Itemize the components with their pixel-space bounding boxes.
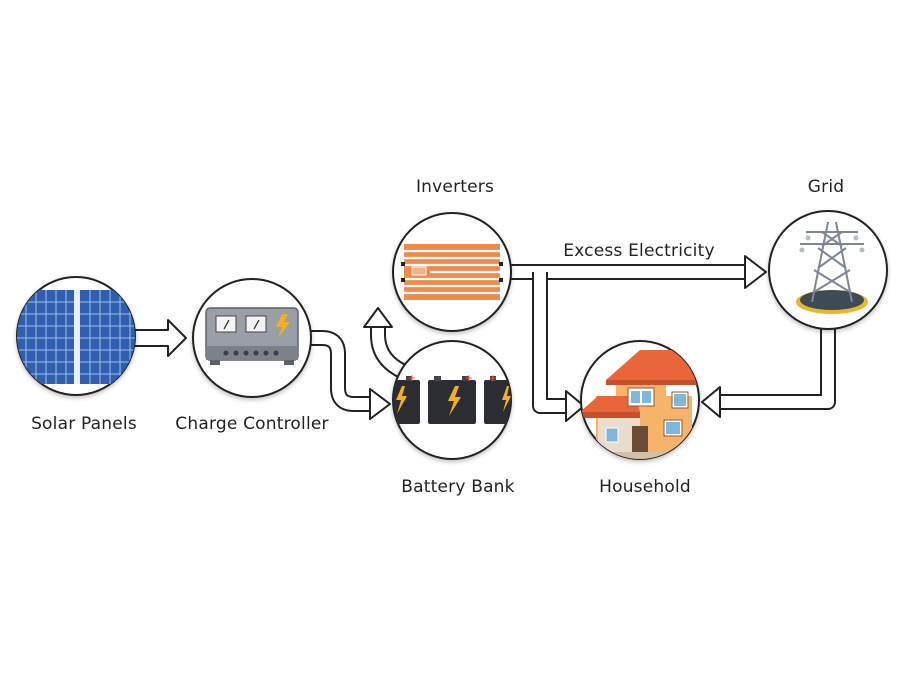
battery-2: + [428,374,476,424]
node-household [580,340,700,460]
label-inverters: Inverters [415,177,495,197]
solar-panel-icon [17,290,135,384]
arrow-solar-to-controller [133,319,187,357]
node-grid [768,210,888,330]
svg-text:+: + [465,374,473,384]
arrow-inverter-to-household [532,270,585,422]
label-solar-panels: Solar Panels [31,414,137,434]
inverter-icon [401,244,503,300]
battery-1 [393,376,420,424]
svg-text:+: + [408,374,416,384]
house-icon [581,350,699,459]
charge-controller-icon [205,307,299,365]
node-battery-bank: + + + [392,340,512,460]
arrow-controller-to-battery [302,330,391,420]
battery-3: + [484,374,511,424]
node-solar-panels [16,276,136,396]
transmission-tower-icon [796,221,868,314]
svg-text:+: + [489,374,497,384]
arrow-battery-to-inverter [363,307,412,380]
label-excess-electricity: Excess Electricity [563,241,715,261]
label-charge-controller: Charge Controller [175,414,329,434]
arrow-grid-to-household [701,326,836,418]
arrow-inverter-to-grid [508,255,767,289]
node-inverters [392,212,512,332]
label-grid: Grid [807,177,845,197]
label-battery-bank: Battery Bank [401,477,515,497]
label-household: Household [599,477,691,497]
node-charge-controller [192,278,312,398]
battery-icon: + + + [393,374,511,424]
